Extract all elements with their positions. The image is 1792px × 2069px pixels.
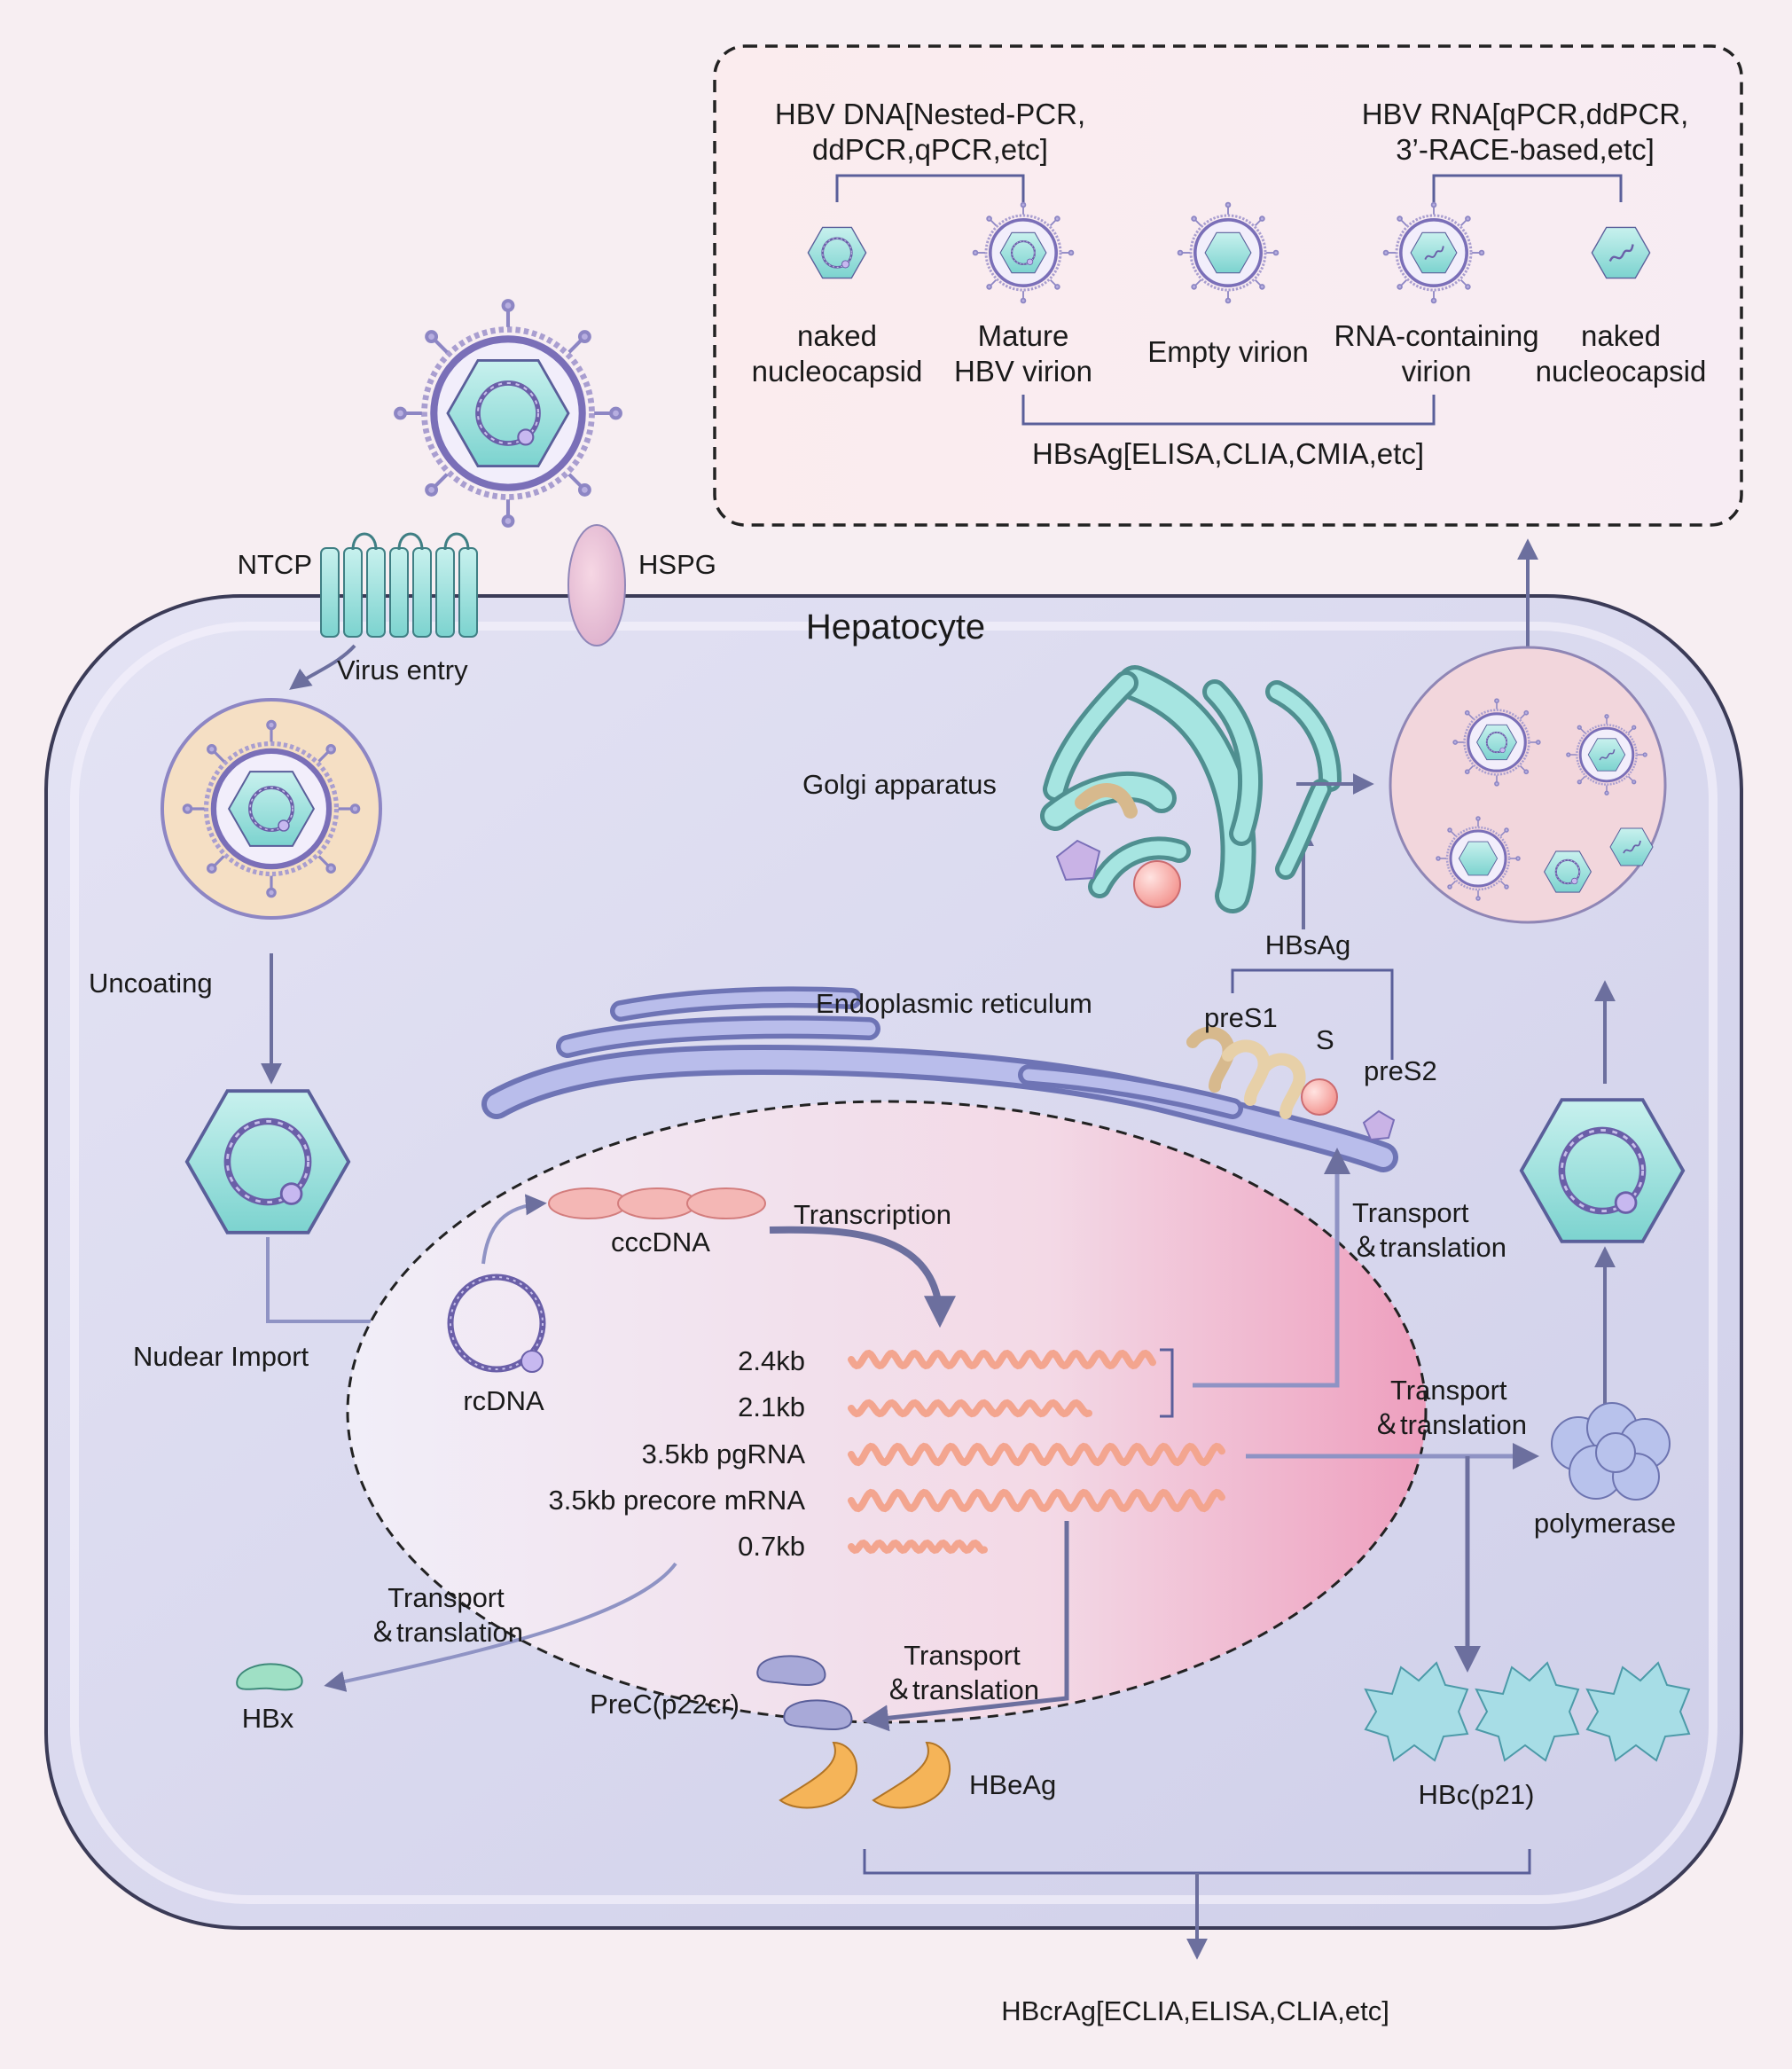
arrow-transcription xyxy=(769,1226,956,1328)
hbv-rna-label-1: HBV RNA[qPCR,ddPCR, xyxy=(1362,98,1689,130)
polymerase-label: polymerase xyxy=(1534,1508,1676,1539)
er-label: Endoplasmic reticulum xyxy=(816,988,1092,1019)
transcript-wave-1 xyxy=(848,1349,1156,1370)
transcripts xyxy=(848,1349,1225,1555)
transport-label-hbx-1: Transport xyxy=(387,1582,505,1613)
transcript-label-5: 0.7kb xyxy=(738,1531,805,1562)
cccdna-label: cccDNA xyxy=(611,1227,710,1258)
transport-label-hbx-2: ＆translation xyxy=(369,1617,523,1648)
assembly-vesicle xyxy=(1389,646,1667,924)
arrow-entry xyxy=(289,644,356,690)
golgi-s-protein xyxy=(1133,860,1181,908)
hbsag-label: HBsAg xyxy=(1265,929,1350,960)
particle-label-5a: naked xyxy=(1581,319,1661,352)
subgenomic-bracket xyxy=(1160,1348,1174,1418)
transcript-wave-5 xyxy=(848,1539,988,1555)
golgi-pres2-protein xyxy=(1055,839,1101,882)
particle-label-1a: naked xyxy=(797,319,877,352)
hbx-label: HBx xyxy=(242,1703,294,1734)
hbsag-bracket xyxy=(1231,968,1394,1060)
hbcrag-label: HBcrAg[ECLIA,ELISA,CLIA,etc] xyxy=(1001,1995,1389,2026)
virus-entry-label: Virus entry xyxy=(337,654,468,686)
ntcp-label: NTCP xyxy=(238,549,312,580)
s-label: S xyxy=(1316,1024,1334,1055)
pres2-label: preS2 xyxy=(1364,1055,1437,1086)
hbeag-label: HBeAg xyxy=(969,1769,1056,1800)
arrow-hbx xyxy=(324,1562,677,1692)
transcript-label-2: 2.1kb xyxy=(738,1391,805,1422)
hbv-rna-label-2: 3’-RACE-based,etc] xyxy=(1396,133,1655,166)
transcript-wave-2 xyxy=(848,1399,1092,1418)
particle-label-3a: Empty virion xyxy=(1147,335,1309,368)
hbc-capsomers xyxy=(1364,1661,1691,1762)
arrow-to-er xyxy=(1193,1148,1350,1388)
particle-label-5b: nucleocapsid xyxy=(1536,355,1707,388)
cell-title: Hepatocyte xyxy=(806,607,985,647)
endoplasmic-reticulum xyxy=(481,986,1398,1172)
hbeag-shapes xyxy=(779,1741,951,1809)
hbx-shape xyxy=(236,1663,303,1691)
transport-label-er-2: ＆translation xyxy=(1352,1232,1506,1263)
hbc-label: HBc(p21) xyxy=(1419,1779,1535,1810)
arrow-prec xyxy=(862,1521,1069,1732)
polymerase-shape xyxy=(1551,1402,1671,1501)
particle-label-4a: RNA-containing xyxy=(1334,319,1538,352)
particle-label-4b: virion xyxy=(1402,355,1472,388)
transcript-wave-4 xyxy=(848,1488,1225,1513)
transport-label-prec-2: ＆translation xyxy=(885,1674,1039,1705)
endosome-virion xyxy=(160,698,382,920)
transport-label-prec-1: Transport xyxy=(904,1640,1021,1671)
hspg-label: HSPG xyxy=(638,549,716,580)
transport-label-pol-2: ＆translation xyxy=(1373,1409,1527,1440)
hspg-receptor xyxy=(567,524,626,647)
hbv-dna-label-2: ddPCR,qPCR,etc] xyxy=(812,133,1048,166)
particle-label-1b: nucleocapsid xyxy=(752,355,923,388)
particle-label-2a: Mature xyxy=(978,319,1069,352)
uncoating-label: Uncoating xyxy=(89,968,213,999)
rcdna-shape xyxy=(447,1274,546,1373)
pres1-label: preS1 xyxy=(1204,1002,1278,1033)
transcript-wave-3 xyxy=(848,1442,1225,1467)
hbv-dna-label-1: HBV DNA[Nested-PCR, xyxy=(775,98,1085,130)
transcript-label-1: 2.4kb xyxy=(738,1345,805,1376)
ntcp-receptor xyxy=(320,532,478,638)
rcdna-label: rcDNA xyxy=(463,1385,544,1416)
transport-label-er-1: Transport xyxy=(1352,1197,1469,1228)
transcript-label-3: 3.5kb pgRNA xyxy=(642,1438,806,1469)
transport-label-pol-1: Transport xyxy=(1390,1375,1507,1406)
hbsag-assay-label: HBsAg[ELISA,CLIA,CMIA,etc] xyxy=(1032,437,1424,470)
arrow-rcdna-cccdna xyxy=(481,1194,547,1265)
transcription-label: Transcription xyxy=(794,1199,951,1230)
particle-label-2b: HBV virion xyxy=(954,355,1092,388)
transcript-label-4: 3.5kb precore mRNA xyxy=(549,1485,806,1516)
golgi-apparatus xyxy=(1040,665,1342,913)
surface-proteins xyxy=(1186,1026,1396,1141)
cccdna-shape xyxy=(548,1187,766,1219)
bracket-lines xyxy=(835,174,1623,426)
nuclear-import-label: Nudear Import xyxy=(133,1341,309,1372)
golgi-label: Golgi apparatus xyxy=(802,769,997,800)
prec-label: PreC(p22cr) xyxy=(590,1689,739,1720)
prec-shapes xyxy=(756,1655,853,1730)
